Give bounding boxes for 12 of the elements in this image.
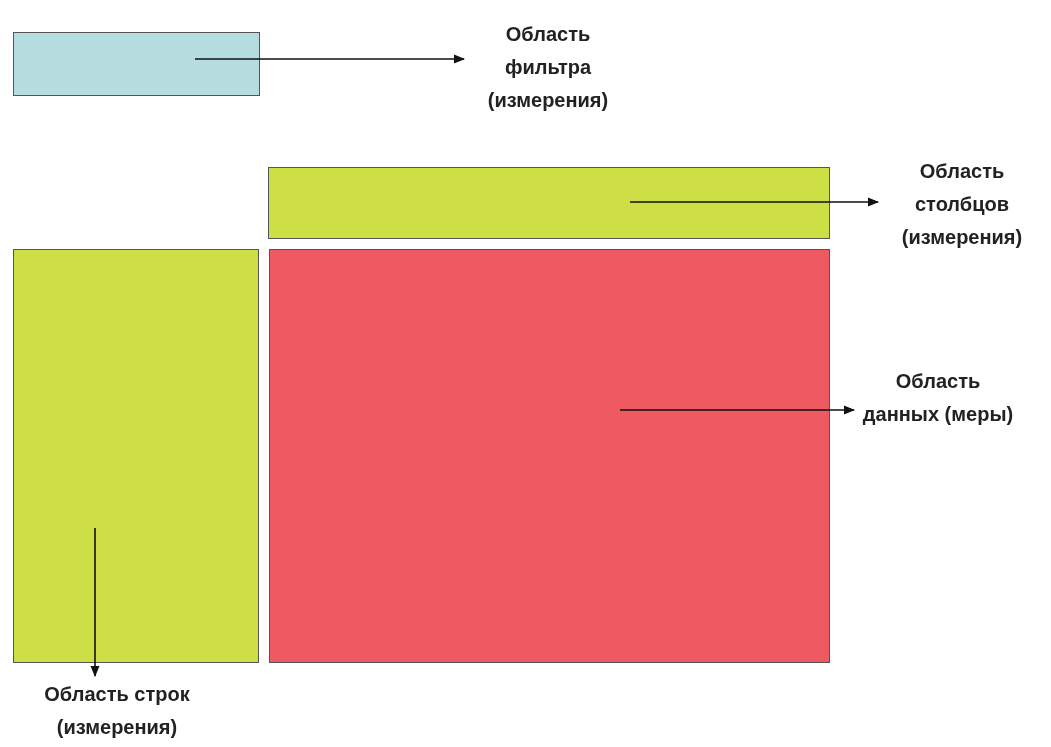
leader-arrow [619, 405, 856, 415]
column-area-box [268, 167, 830, 239]
row-area-box [13, 249, 259, 663]
leader-arrow [194, 54, 466, 64]
filter-area-box [13, 32, 260, 96]
leader-arrow [90, 527, 100, 678]
area-label: Область фильтра (измерения) [468, 18, 628, 117]
area-label: Область данных (меры) [858, 365, 1018, 431]
leader-arrow [629, 197, 880, 207]
area-label: Область строк (измерения) [12, 678, 222, 744]
data-area-box [269, 249, 830, 663]
area-label: Область столбцов (измерения) [882, 155, 1042, 254]
